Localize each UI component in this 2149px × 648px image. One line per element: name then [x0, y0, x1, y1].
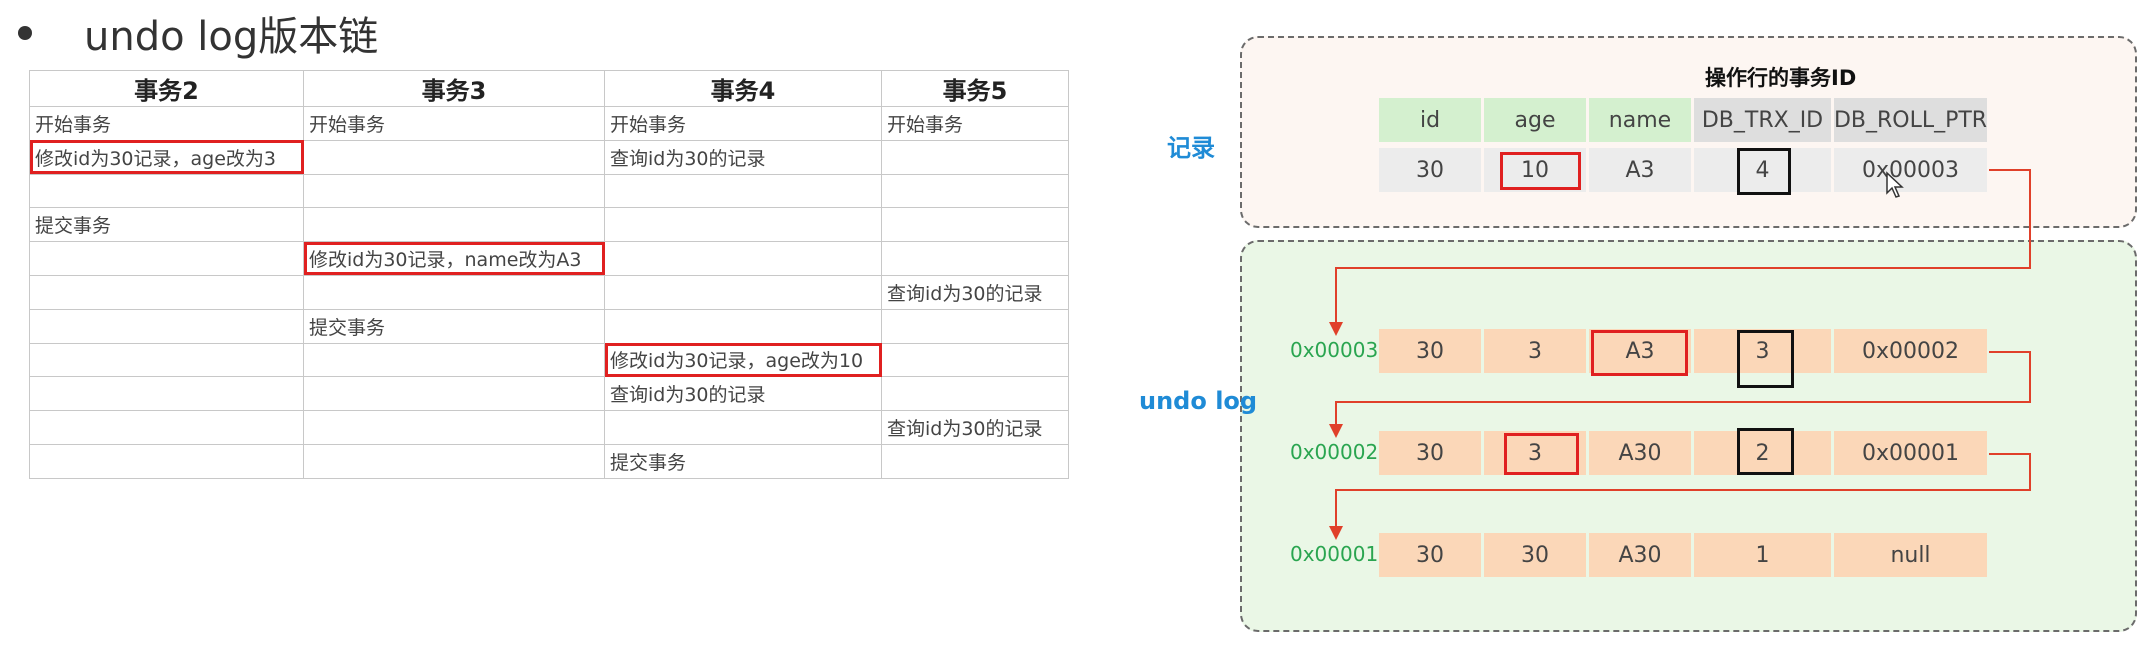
table-header: 事务4 — [604, 70, 882, 107]
highlight-box — [1500, 152, 1581, 190]
slide-title: undo log版本链 — [84, 14, 379, 60]
record-cell-db-roll-ptr: 0x00003 — [1834, 148, 1987, 192]
arrow-head — [1329, 322, 1343, 336]
table-cell — [29, 376, 304, 412]
table-cell-highlighted: 修改id为30记录，age改为3 — [29, 139, 304, 175]
table-cell: 开始事务 — [881, 106, 1069, 141]
undo-cell: 30 — [1379, 533, 1481, 577]
table-cell — [303, 376, 605, 412]
table-row: 修改id为30记录，name改为A3 — [29, 241, 1069, 276]
transaction-table: 事务2 事务3 事务4 事务5 开始事务 开始事务 开始事务 开始事务 修改id… — [29, 70, 1069, 479]
trx-id-note: 操作行的事务ID — [1705, 66, 1857, 90]
undo-cell: A30 — [1589, 431, 1691, 475]
undo-cell: 0x00001 — [1834, 431, 1987, 475]
highlight-box — [1591, 330, 1688, 376]
table-cell — [881, 173, 1069, 209]
table-row: 查询id为30的记录 — [29, 410, 1069, 445]
table-cell — [881, 241, 1069, 276]
table-cell — [881, 139, 1069, 175]
table-row — [29, 173, 1069, 209]
undo-cell: 30 — [1484, 533, 1586, 577]
table-cell — [303, 443, 605, 479]
table-row: 修改id为30记录，age改为3 查询id为30的记录 — [29, 139, 1069, 175]
undo-cell: 0x00002 — [1834, 329, 1987, 373]
table-cell: 开始事务 — [29, 106, 304, 141]
table-cell — [303, 342, 605, 378]
table-cell — [29, 410, 304, 445]
table-cell: 查询id为30的记录 — [604, 139, 882, 175]
table-row: 提交事务 — [29, 207, 1069, 243]
table-cell — [604, 207, 882, 243]
column-header-db-roll-ptr: DB_ROLL_PTR — [1834, 98, 1987, 142]
record-cell-name: A3 — [1589, 148, 1691, 192]
record-cell-db-trx-id: 4 — [1694, 148, 1831, 192]
undo-cell: null — [1834, 533, 1987, 577]
table-cell — [881, 376, 1069, 412]
undo-cell: 30 — [1379, 431, 1481, 475]
table-cell-highlighted: 修改id为30记录，name改为A3 — [303, 241, 605, 276]
undo-cell: 3 — [1694, 329, 1831, 373]
bullet-icon — [18, 26, 32, 40]
table-cell — [29, 173, 304, 209]
table-cell-highlighted: 修改id为30记录，age改为10 — [604, 342, 882, 378]
arrow-0x00002-to-0x00001 — [1335, 453, 2031, 526]
table-cell — [604, 308, 882, 344]
table-cell: 提交事务 — [604, 443, 882, 479]
undo-cell: 30 — [1379, 329, 1481, 373]
table-row: 提交事务 — [29, 308, 1069, 344]
undo-cell: A3 — [1589, 329, 1691, 373]
column-header-db-trx-id: DB_TRX_ID — [1694, 98, 1831, 142]
column-header-id: id — [1379, 98, 1481, 142]
highlight-box — [1737, 428, 1794, 475]
table-cell — [604, 410, 882, 445]
record-label: 记录 — [1167, 134, 1215, 162]
arrow-0x00003-to-0x00002 — [1335, 351, 2031, 424]
table-cell — [29, 443, 304, 479]
arrow-record-to-0x00003 — [1335, 169, 2031, 322]
table-header-row: 事务2 事务3 事务4 事务5 — [29, 70, 1069, 107]
undo-cell: 3 — [1484, 431, 1586, 475]
table-cell — [303, 274, 605, 310]
arrow-head — [1329, 526, 1343, 540]
cursor-icon — [1886, 171, 1904, 198]
undo-address: 0x00001 — [1290, 542, 1379, 566]
slide-title-row: undo log版本链 — [18, 8, 378, 60]
table-header: 事务5 — [881, 70, 1069, 107]
table-cell: 查询id为30的记录 — [881, 410, 1069, 445]
record-cell-id: 30 — [1379, 148, 1481, 192]
column-header-name: name — [1589, 98, 1691, 142]
undo-cell: 2 — [1694, 431, 1831, 475]
table-cell — [881, 443, 1069, 479]
undo-address: 0x00002 — [1290, 440, 1379, 464]
undo-cell: A30 — [1589, 533, 1691, 577]
table-row: 查询id为30的记录 — [29, 376, 1069, 412]
undo-log-label: undo log — [1139, 387, 1258, 415]
column-header-age: age — [1484, 98, 1586, 142]
table-row: 修改id为30记录，age改为10 — [29, 342, 1069, 378]
table-cell: 查询id为30的记录 — [604, 376, 882, 412]
highlight-box — [1504, 433, 1579, 475]
highlight-box — [1737, 330, 1794, 388]
table-cell: 提交事务 — [29, 207, 304, 243]
table-cell — [604, 241, 882, 276]
undo-cell: 1 — [1694, 533, 1831, 577]
arrow-head — [1329, 424, 1343, 438]
undo-cell: 3 — [1484, 329, 1586, 373]
table-cell — [881, 207, 1069, 243]
highlight-box — [1737, 148, 1791, 195]
undo-address: 0x00003 — [1290, 338, 1379, 362]
table-row: 提交事务 — [29, 443, 1069, 479]
